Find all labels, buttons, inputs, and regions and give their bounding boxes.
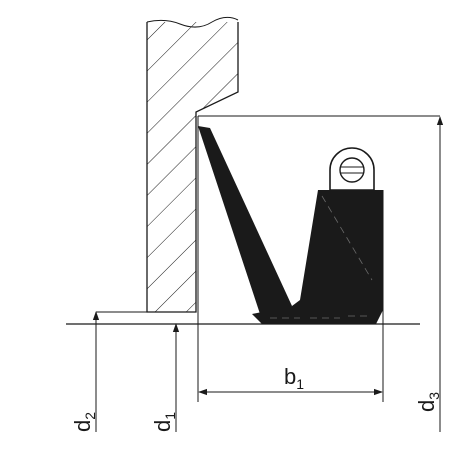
seal-lip xyxy=(198,126,292,320)
screw-slot xyxy=(341,166,363,174)
housing-break-line xyxy=(146,16,239,28)
eye-lug xyxy=(329,147,375,191)
seal-heel xyxy=(252,190,383,324)
dimension-b1: b1 xyxy=(197,324,384,402)
housing-outline xyxy=(146,22,239,313)
housing-section xyxy=(146,16,239,313)
housing-hatched-area xyxy=(147,22,238,312)
dimension-d2: d2 xyxy=(70,311,100,432)
dimension-d3-label: d3 xyxy=(414,392,442,412)
seal-profile xyxy=(198,126,383,324)
screw-eye xyxy=(329,147,375,191)
dimension-d2-label: d2 xyxy=(70,412,98,432)
dimension-d1: d1 xyxy=(150,323,180,432)
dimension-d1-label: d1 xyxy=(150,412,178,432)
screw-head-icon xyxy=(339,157,365,183)
dimension-b1-label: b1 xyxy=(284,364,304,392)
dimension-d3: d3 xyxy=(414,116,444,432)
seal-reinforcement-marks xyxy=(270,195,373,319)
